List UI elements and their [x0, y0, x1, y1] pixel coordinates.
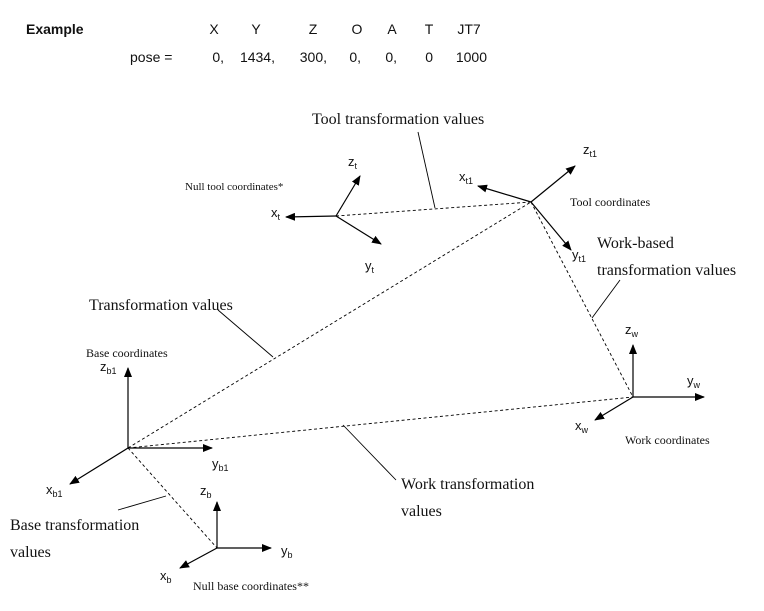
work-transformation-label-line1: Work transformation — [401, 476, 534, 493]
column-header-y: Y — [251, 21, 261, 37]
column-header-jt7: JT7 — [457, 21, 481, 37]
null-base-y-label: yb — [281, 543, 293, 560]
work-based-label-line1: Work-based — [597, 235, 674, 252]
work-transformation-label-line2: values — [401, 503, 442, 520]
example-label: Example — [26, 21, 84, 37]
null-tool-z-label: zt — [348, 154, 358, 171]
tool-x-label: xt1 — [459, 169, 473, 186]
null-tool-frame-name: Null tool coordinates* — [185, 181, 283, 193]
null-tool-y-axis — [335, 215, 382, 245]
base-z-label: zb1 — [100, 359, 117, 376]
null-tool-frame: zt xt yt Null tool coordinates* — [185, 154, 382, 275]
work-frame-name: Work coordinates — [625, 433, 710, 447]
work-based-transformation-line — [530, 201, 634, 398]
work-based-label-line2: transformation values — [597, 262, 736, 279]
pose-value-z: 300, — [300, 49, 327, 65]
tool-y-axis — [530, 201, 572, 251]
base-y-label: yb1 — [212, 456, 229, 473]
tool-transformation-label: Tool transformation values — [312, 111, 484, 128]
tool-frame: zt1 xt1 yt1 Tool coordinates — [459, 142, 650, 264]
null-base-z-label: zb — [200, 483, 212, 500]
pose-value-t: 0 — [425, 49, 433, 65]
base-transformation-leader — [117, 495, 167, 511]
annotation-labels: Tool transformation values Transformatio… — [10, 111, 736, 561]
tool-transformation-leader — [417, 131, 436, 209]
null-tool-z-axis — [335, 175, 361, 217]
base-transformation-label-line1: Base transformation — [10, 517, 139, 534]
work-z-label: zw — [625, 322, 639, 339]
column-header-a: A — [387, 21, 397, 37]
tool-z-axis — [530, 165, 576, 203]
base-x-label: xb1 — [46, 482, 63, 499]
null-tool-y-label: yt — [365, 258, 375, 275]
null-tool-x-axis — [285, 212, 337, 221]
work-transformation-line — [127, 396, 634, 449]
work-based-leader — [591, 279, 621, 319]
column-header-t: T — [425, 21, 434, 37]
column-header-z: Z — [309, 21, 318, 37]
transformation-leader — [217, 309, 274, 358]
column-header-x: X — [209, 21, 219, 37]
tool-z-label: zt1 — [583, 142, 597, 159]
pose-value-a: 0, — [385, 49, 397, 65]
column-header-o: O — [352, 21, 363, 37]
pose-value-y: 1434, — [240, 49, 275, 65]
pose-value-o: 0, — [349, 49, 361, 65]
work-x-label: xw — [575, 418, 589, 435]
null-base-frame: zb yb xb Null base coordinates** — [160, 483, 309, 593]
example-pose-table: Example X Y Z O A T JT7 pose = 0, 1434, … — [26, 21, 487, 65]
transformation-line — [127, 201, 532, 449]
null-base-x-label: xb — [160, 568, 172, 585]
base-transformation-label-line2: values — [10, 544, 51, 561]
transformation-lines — [127, 201, 634, 549]
work-y-label: yw — [687, 373, 701, 390]
tool-x-axis — [477, 184, 532, 203]
base-transformation-line — [127, 447, 218, 549]
pose-label: pose = — [130, 49, 172, 65]
tool-frame-name: Tool coordinates — [570, 195, 650, 209]
pose-value-jt7: 1000 — [456, 49, 487, 65]
pose-value-x: 0, — [212, 49, 224, 65]
work-frame: zw yw xw Work coordinates — [575, 322, 710, 447]
transformation-label: Transformation values — [89, 297, 233, 314]
tool-transformation-line — [335, 201, 532, 217]
base-x-axis — [69, 447, 129, 485]
leader-lines — [117, 131, 621, 511]
null-base-frame-name: Null base coordinates** — [193, 579, 309, 593]
base-frame: zb1 yb1 xb1 Base coordinates — [46, 346, 229, 499]
tool-y-label: yt1 — [572, 247, 586, 264]
null-base-x-axis — [179, 547, 218, 569]
null-tool-x-label: xt — [271, 205, 281, 222]
work-x-axis — [594, 396, 634, 421]
work-transformation-leader — [342, 424, 397, 481]
base-frame-name: Base coordinates — [86, 346, 168, 360]
